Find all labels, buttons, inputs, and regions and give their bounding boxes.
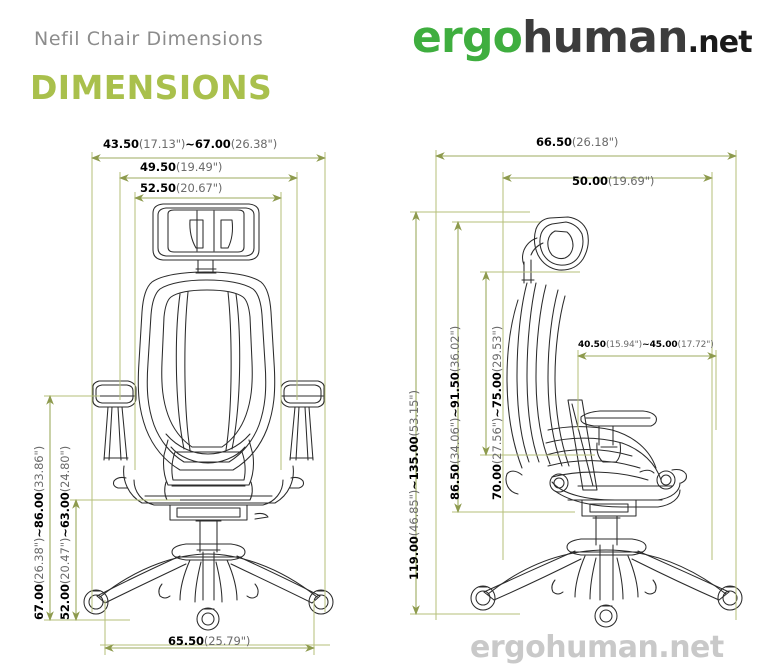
- dimension-label-front-width-overall: 43.50(17.13")~67.00(26.38"): [103, 137, 278, 151]
- front-view-dimension-lines: [44, 152, 330, 655]
- page-subtitle: Nefil Chair Dimensions: [34, 28, 264, 50]
- watermark-ergohuman: ergohuman.net: [470, 630, 724, 665]
- dimension-label-front-width-base: 65.50(25.79"): [168, 634, 251, 648]
- dimension-label-front-width-back: 49.50(19.49"): [140, 160, 223, 174]
- dimension-label-side-height-armrest: 70.00(27.56")~75.00(29.53"): [490, 325, 504, 500]
- dimension-label-front-height-seat: 52.00(20.47")~63.00(24.80"): [58, 445, 72, 620]
- side-view-drawing: [470, 216, 743, 628]
- dimension-label-side-depth-base: 50.00(19.69"): [572, 174, 655, 188]
- front-view-drawing: [83, 203, 334, 631]
- dimension-label-side-depth-overall: 66.50(26.18"): [536, 135, 619, 149]
- dimension-label-side-height-backrest: 86.50(34.06")~91.50(36.02"): [448, 325, 462, 500]
- side-view-dimension-lines: [410, 150, 738, 620]
- logo-text-ergo: ergo: [412, 12, 523, 63]
- logo-text-human: human: [522, 12, 688, 63]
- logo-text-dotnet: .net: [687, 25, 753, 60]
- dimension-label-front-height-armrest: 67.00(26.38")~86.00(33.86"): [32, 445, 46, 620]
- dimension-label-side-depth-seat: 40.50(15.94")~45.00(17.72"): [578, 340, 714, 350]
- ergohuman-logo: ergohuman.net: [412, 16, 753, 60]
- dimension-label-front-width-backrest: 52.50(20.67"): [140, 181, 223, 195]
- dimension-label-side-height-overall: 119.00(46.85")~135.00(53.15"): [407, 390, 421, 580]
- page-title: DIMENSIONS: [30, 68, 273, 107]
